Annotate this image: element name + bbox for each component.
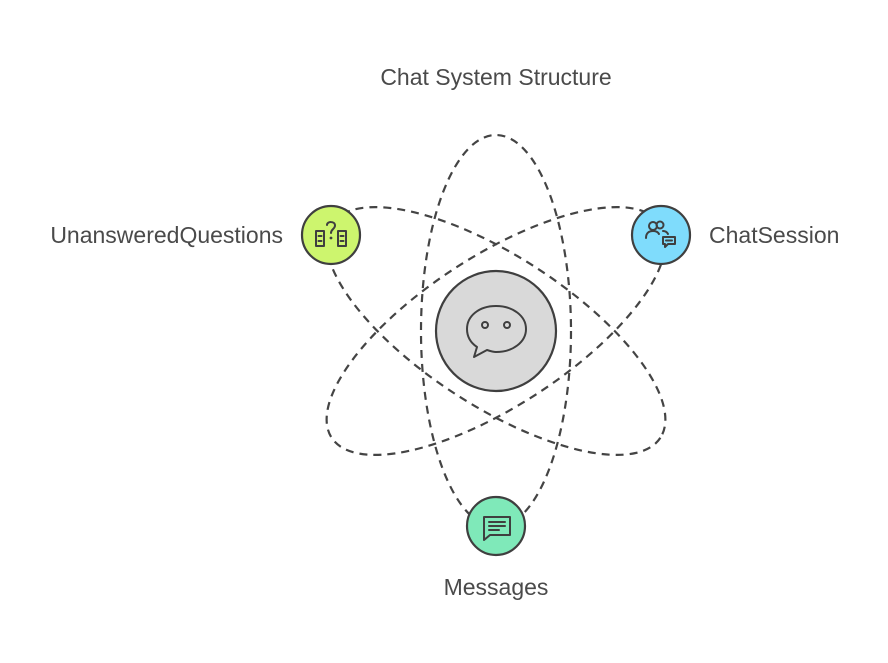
message-icon [483,516,511,541]
central-hub-circle [434,269,558,393]
node-chat-session-label: ChatSession [709,222,839,248]
users-chat-icon [645,220,676,248]
node-chat-session[interactable]: ChatSession [630,204,839,266]
question-documents-icon [315,221,347,247]
node-unanswered-questions-circle [300,204,362,266]
chat-bubble-icon [466,305,527,358]
node-messages-label: Messages [444,574,549,600]
node-messages[interactable]: Messages [444,495,549,600]
node-unanswered-questions-label: UnansweredQuestions [50,222,283,248]
central-hub [434,269,558,393]
diagram-title: Chat System Structure [380,64,611,90]
node-chat-session-circle [630,204,692,266]
orbit-vertical [419,133,573,529]
node-unanswered-questions[interactable]: UnansweredQuestions [50,204,362,266]
